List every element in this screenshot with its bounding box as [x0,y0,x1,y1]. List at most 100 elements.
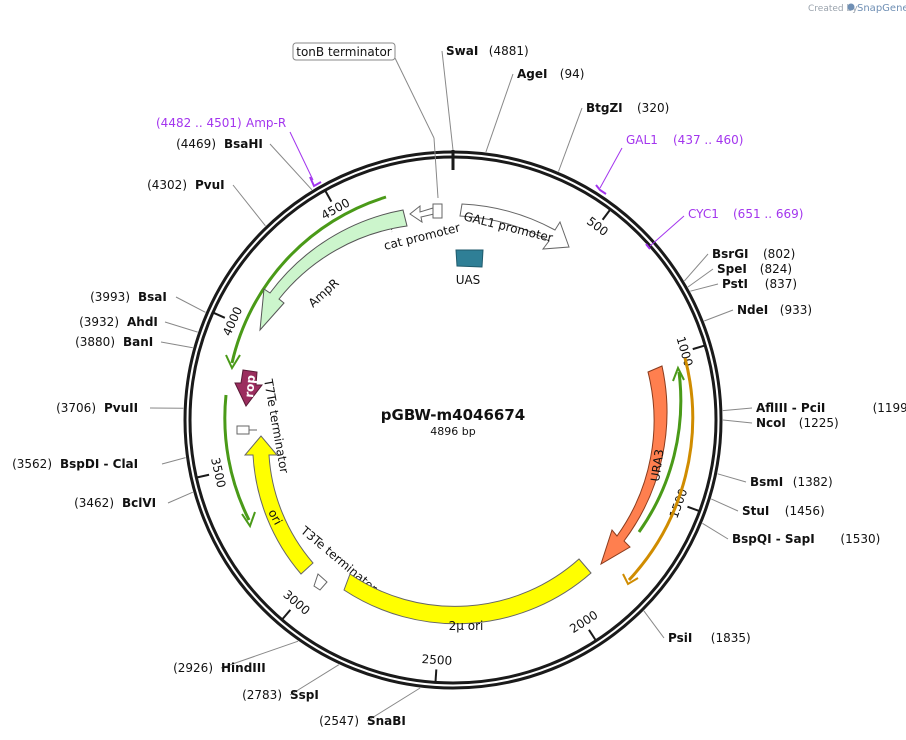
feature-tonb-terminator[interactable]: tonB terminator [292,42,439,199]
feature-ampr[interactable]: AmpR [225,195,408,371]
restriction-site[interactable]: SspI (2783) [242,664,340,702]
restriction-site[interactable]: BsmI (1382) [717,473,833,489]
restriction-site-leader [485,73,514,153]
restriction-site-leader [161,457,186,465]
restriction-site[interactable]: AhdI(3932) [79,315,198,333]
restriction-site-leader [722,419,753,424]
restriction-site[interactable]: BsaI(3993) [90,290,206,313]
restriction-site[interactable]: BclVI (3462) [74,491,193,510]
feature-2micron-ori[interactable]: 2μ ori [343,558,592,633]
restriction-site-leader [710,498,739,512]
restriction-site-name: NcoI [756,416,786,430]
restriction-site-position: (4469) [176,137,216,151]
restriction-site-position: (802) [763,247,795,261]
restriction-site-leader [220,640,299,669]
restriction-site[interactable]: BspQI - SapI(1530) [702,522,880,546]
restriction-site-name: AgeI [517,67,547,81]
restriction-site[interactable]: HindIII (2926) [173,640,299,675]
feature-uas[interactable]: UAS [455,249,484,287]
restriction-site[interactable]: PvuI(4302) [147,178,266,227]
rop-label: rop [242,374,258,398]
restriction-site-leader [160,341,193,349]
feature-ura3[interactable]: URA3 [600,357,695,586]
plasmid-length: 4896 bp [430,425,475,438]
ruler-tick [197,473,210,479]
tonb-terminator-label: tonB terminator [296,45,392,59]
restriction-site-leader [164,321,198,333]
ruler-tick [213,312,226,319]
primer-amp-r-range: (4482 .. 4501) [156,116,242,130]
restriction-site-leader [167,491,193,504]
restriction-site-position: (320) [637,101,669,115]
restriction-site-name: SwaI [446,44,478,58]
restriction-site[interactable]: BtgZI(320) [558,101,670,172]
restriction-site-position: (3462) [74,496,114,510]
restriction-site-leader [684,253,709,282]
restriction-site[interactable]: BanI(3880) [75,335,193,349]
restriction-site-name: SnaBI [367,714,406,728]
restriction-site-name: PvuII [104,401,138,415]
restriction-site[interactable]: NdeI(933) [704,303,812,322]
ampr-label: AmpR [306,276,342,310]
ruler-tick-label: 2500 [421,652,452,668]
restriction-site-leader [690,283,719,292]
restriction-site-name: HindIII [221,661,266,675]
primer-cyc1[interactable]: CYC1 (651 .. 669) [645,207,803,250]
restriction-site-position: (2926) [173,661,213,675]
restriction-site-leader [441,50,454,151]
restriction-site[interactable]: PvuII (3706) [56,401,184,415]
primer-amp-r[interactable]: (4482 .. 4501) Amp-R [156,116,322,188]
restriction-site[interactable]: AflIII - PciI(1199) [722,401,906,415]
restriction-site-name: SspI [290,688,319,702]
restriction-site[interactable]: NcoI (1225) [722,416,839,430]
primer-cyc1-range: (651 .. 669) [733,207,803,221]
restriction-site-name: NdeI [737,303,768,317]
restriction-site-position: (3706) [56,401,96,415]
restriction-site[interactable]: StuI(1456) [710,498,825,518]
restriction-site-name: PvuI [195,178,225,192]
restriction-site-position: (2783) [242,688,282,702]
primer-gal1-label: GAL1 [626,133,658,147]
ruler-tick [434,669,438,682]
restriction-site-position: (3993) [90,290,130,304]
restriction-site[interactable]: SwaI(4881) [441,44,529,151]
restriction-site-leader [702,522,729,540]
restriction-site-leader [175,296,206,313]
restriction-site-name: BspDI - ClaI [60,457,138,471]
restriction-site-position: (1225) [799,416,839,430]
restriction-site[interactable]: PstI(837) [690,277,797,292]
restriction-sites: SwaI(4881)AgeI (94) BtgZI(320) BsrGI(802)Sp… [12,44,906,728]
restriction-site-position: (3880) [75,335,115,349]
restriction-site-position: (3562) [12,457,52,471]
ura3-label: URA3 [648,448,666,482]
ruler-tick-label: 500 [584,214,611,239]
ruler-tick [687,505,700,512]
restriction-site[interactable]: BspDI - ClaI (3562) [12,457,186,471]
restriction-site[interactable]: BsrGI(802) [684,247,795,282]
plasmid-name: pGBW-m4046674 [381,406,525,424]
restriction-site-leader [269,143,313,191]
ruler-tick [281,609,292,620]
feature-ori[interactable]: ori [223,394,314,575]
restriction-site[interactable]: AgeI (94) [485,67,585,153]
restriction-site-position: (2547) [319,714,359,728]
restriction-site-leader [289,664,340,696]
ori-label: ori [265,507,285,527]
restriction-site-position: (1382) [793,475,833,489]
feature-rop[interactable]: rop [234,369,264,407]
restriction-site-position: (94) [560,67,585,81]
ruler-tick-label: 1500 [667,487,691,521]
restriction-site[interactable]: SnaBI (2547) [319,687,421,728]
restriction-site[interactable]: SpeI(824) [687,262,792,288]
feature-gal1-promoter[interactable]: GAL1 promoter [459,203,570,250]
restriction-site-position: (1530) [840,532,880,546]
restriction-site[interactable]: BsaHI(4469) [176,137,313,191]
restriction-site-position: (837) [765,277,797,291]
restriction-site[interactable]: PsiI(1835) [643,610,751,645]
restriction-site-name: BclVI [122,496,156,510]
restriction-site-name: BsmI [750,475,783,489]
primer-amp-r-label: Amp-R [246,116,286,130]
restriction-site-leader [722,407,753,412]
primer-gal1[interactable]: GAL1 (437 .. 460) [595,133,743,195]
